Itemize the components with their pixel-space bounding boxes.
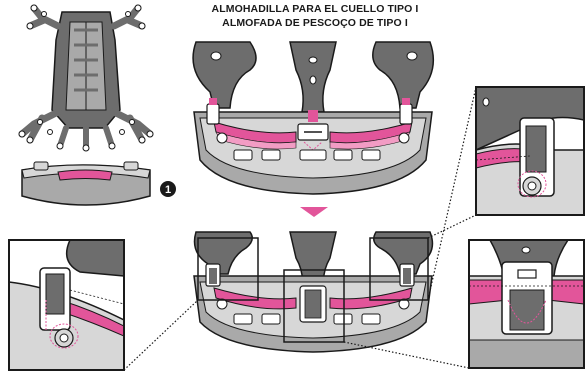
zoom-inset-bottom-right [469, 240, 584, 368]
step-number: 1 [165, 184, 171, 196]
seat-top-view [193, 42, 433, 194]
harness-overview [19, 5, 153, 151]
seat-assembled-view [194, 232, 432, 352]
zoom-inset-left [9, 240, 124, 370]
arrow-down-icon [300, 207, 328, 217]
neck-pad-part [22, 162, 150, 205]
step-number-badge: 1 [160, 181, 176, 197]
zoom-inset-top-right [476, 87, 584, 215]
